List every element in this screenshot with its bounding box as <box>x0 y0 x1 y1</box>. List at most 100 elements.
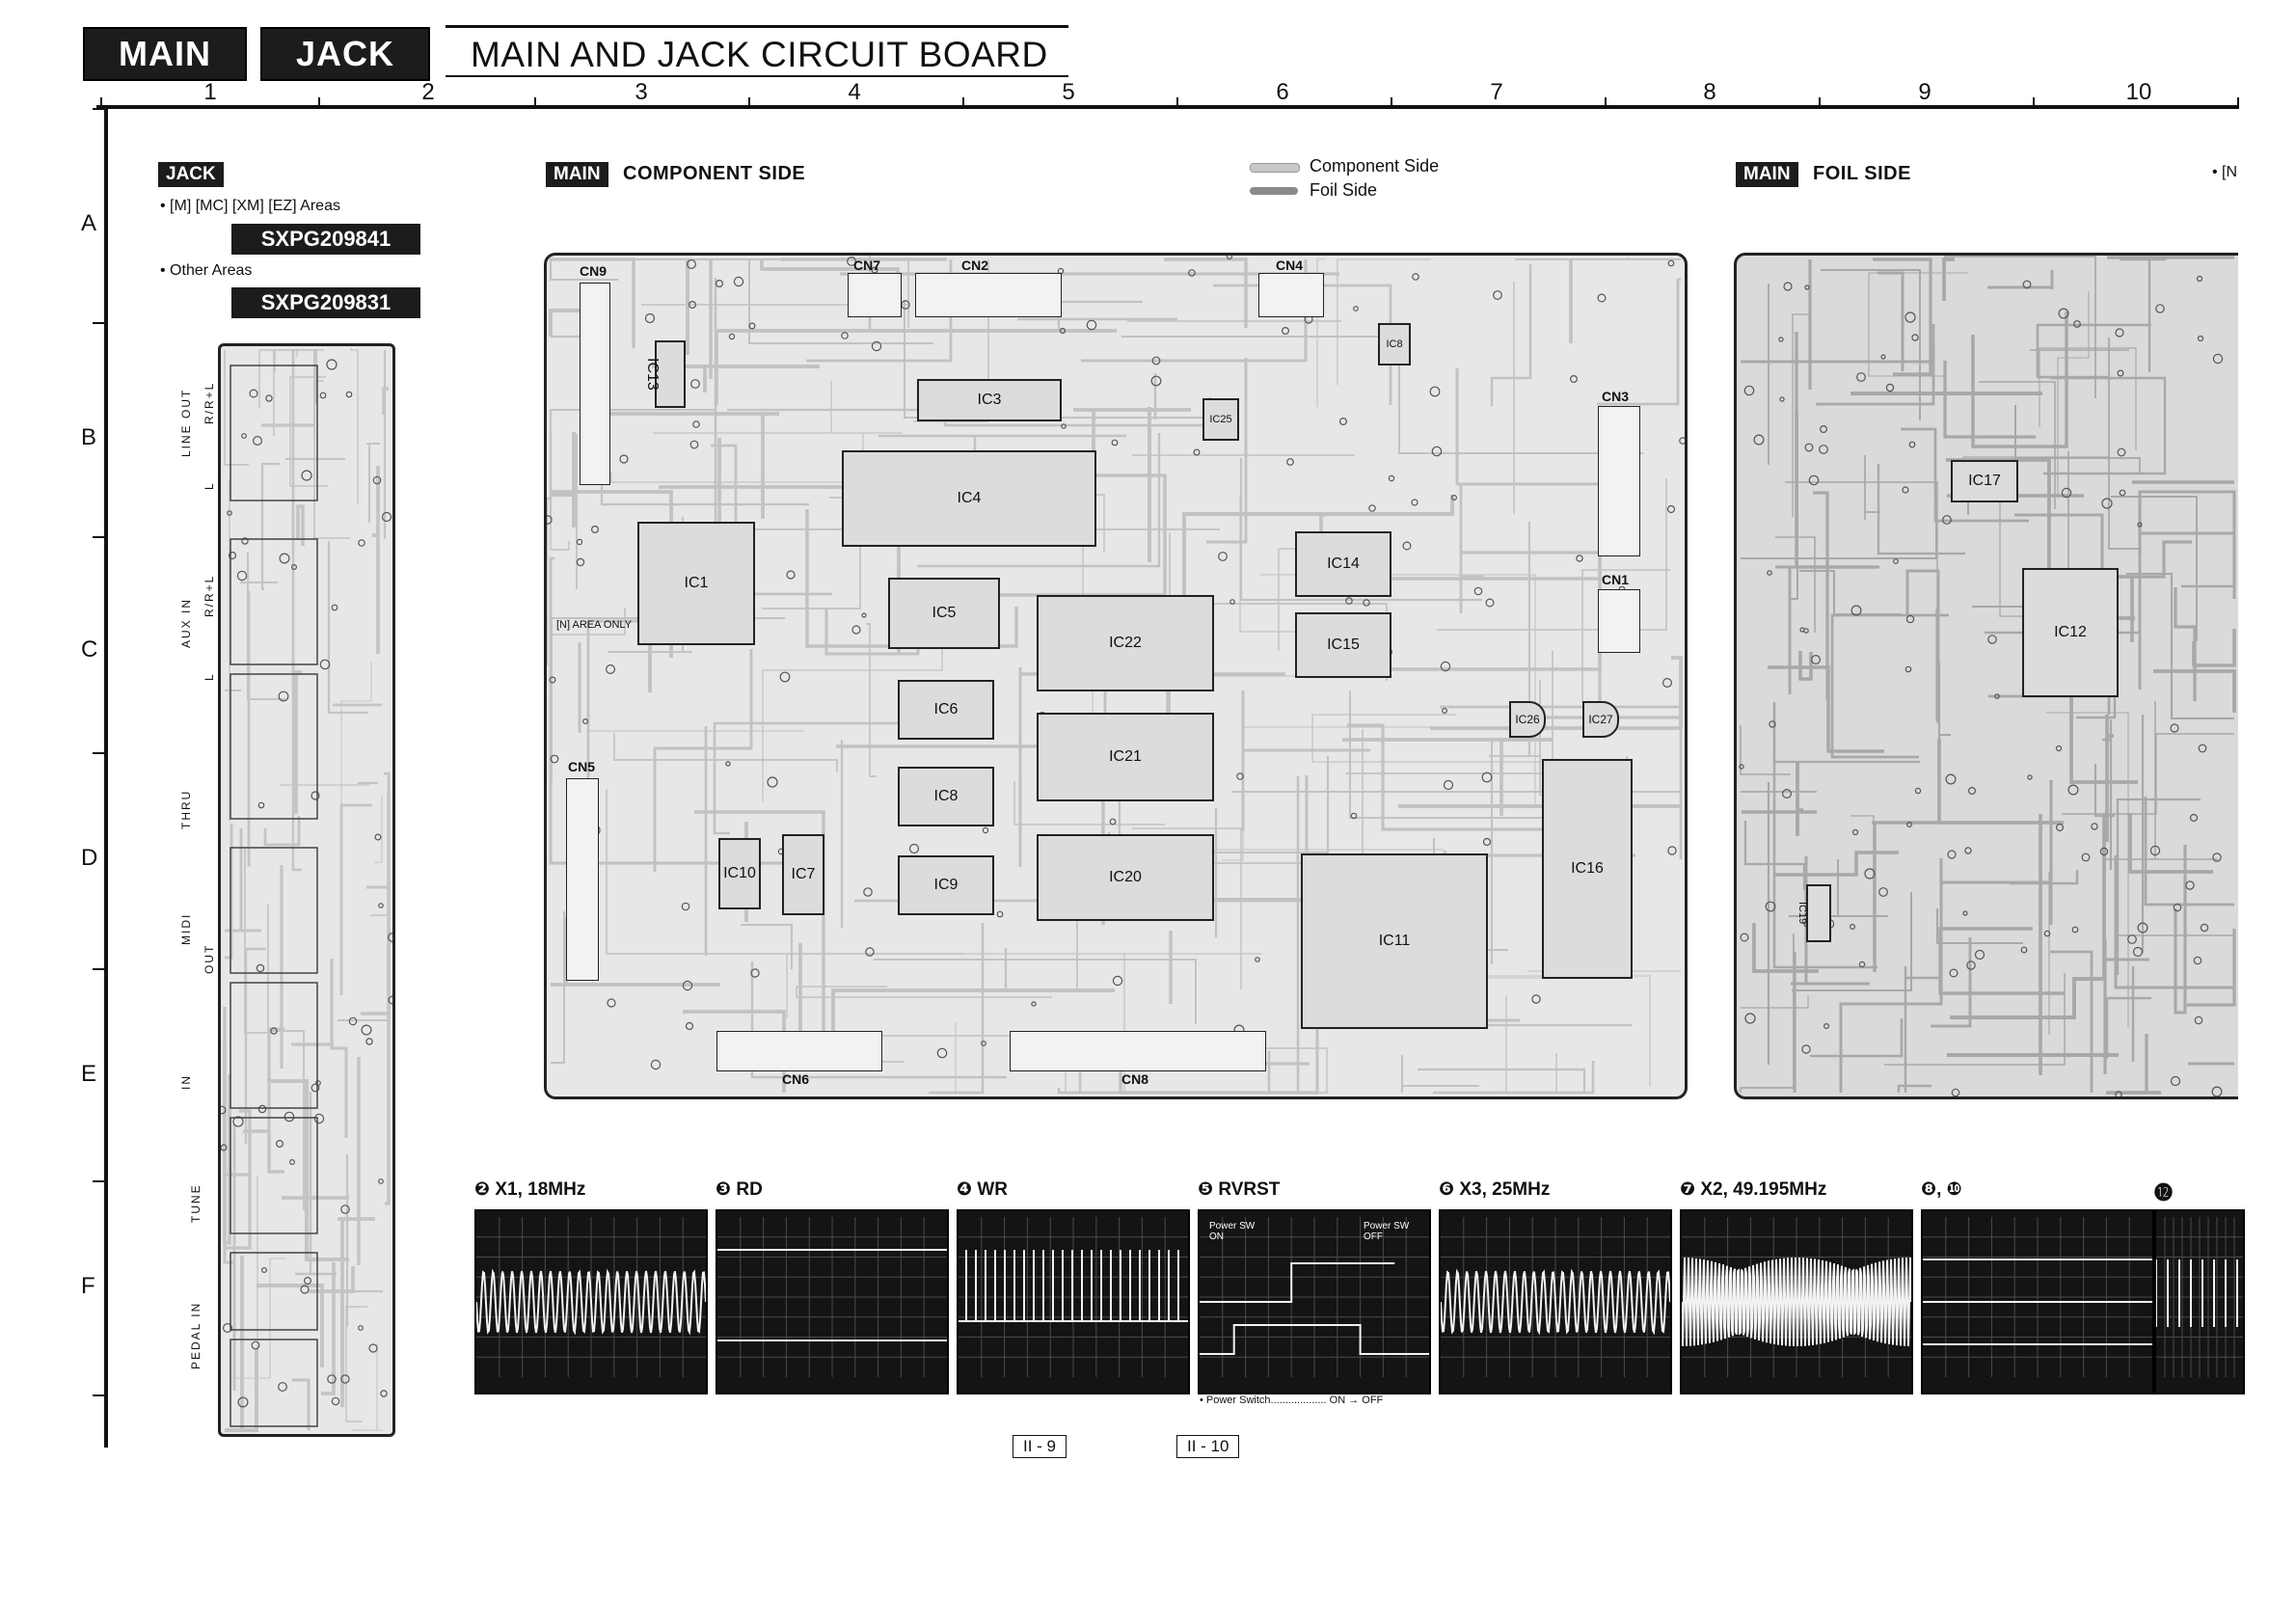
foil-trace <box>1872 821 1939 972</box>
main-trace <box>1206 358 1248 544</box>
main-trace <box>551 911 565 1064</box>
main-pad <box>750 968 760 978</box>
cn9-label: CN9 <box>580 263 608 279</box>
foil-pad <box>2071 926 2079 934</box>
foil-trace <box>1796 762 1803 836</box>
jack-trace <box>384 771 391 964</box>
jack-trace <box>321 1262 336 1395</box>
main-trace <box>1490 264 1532 406</box>
main-pad <box>687 258 697 270</box>
main-trace <box>613 733 838 772</box>
foil-pad <box>1885 383 1895 392</box>
main-pad <box>681 902 690 911</box>
main-trace <box>550 258 820 281</box>
foil-pad <box>1781 788 1792 798</box>
main-board-component-side: CN9 CN7 CN2 CN4 CN3 CN1 CN5 CN6 CN8 IC13… <box>544 253 1688 1099</box>
column-tick <box>748 97 750 109</box>
foil-pad <box>1908 441 1916 448</box>
foil-trace <box>1905 569 1940 723</box>
scope-grid <box>476 1217 706 1377</box>
foil-pad <box>2194 1015 2203 1025</box>
foil-pad <box>2119 489 2126 497</box>
scope-grid <box>1441 1217 1670 1377</box>
column-number: 10 <box>2125 79 2152 105</box>
waveform-label: ⓬ <box>2154 1183 2174 1204</box>
column-tick <box>962 97 964 109</box>
scope-grid <box>1200 1217 1429 1377</box>
column-tick <box>534 97 536 109</box>
foil-pad <box>2115 328 2124 338</box>
jack-tab: JACK <box>260 27 430 81</box>
foil-pad <box>2173 903 2182 912</box>
foil-trace <box>2103 939 2149 1074</box>
jack-pad <box>237 1396 249 1408</box>
foil-pad <box>2149 845 2161 856</box>
main-pad <box>1363 599 1370 607</box>
foil-trace <box>2116 798 2201 975</box>
row-letter: C <box>81 636 98 663</box>
foil-pad <box>1810 655 1821 665</box>
cn9-connector <box>580 283 610 485</box>
main-trace <box>1316 258 1325 407</box>
jack-trace <box>223 1007 251 1177</box>
foil-trace <box>1772 702 1877 969</box>
foil-pad <box>1904 311 1916 323</box>
ic15: IC15 <box>1295 612 1391 678</box>
jack-trace <box>230 1258 286 1379</box>
column-number: 4 <box>848 79 861 105</box>
foil-trace <box>1740 934 1795 1093</box>
foil-pad <box>1951 1088 1960 1096</box>
foil-pad <box>2211 1086 2223 1096</box>
foil-pad <box>2043 930 2051 937</box>
foil-trace <box>1850 815 1875 961</box>
foil-pad <box>2196 275 2203 283</box>
scope-tag-off: Power SW OFF <box>1364 1221 1410 1242</box>
main-pad <box>1666 504 1676 514</box>
jack-socket-outline <box>230 1117 318 1234</box>
jack-pad <box>361 1024 372 1036</box>
foil-pad <box>2155 304 2165 313</box>
foil-side-label: FOIL SIDE <box>1813 163 1911 184</box>
main-trace <box>831 988 1115 1037</box>
column-tick <box>1176 97 1178 109</box>
main-pad <box>1236 772 1244 780</box>
foil-pad <box>1849 923 1855 930</box>
main-trace <box>1400 1055 1479 1093</box>
jack-part-number-1: SXPG209841 <box>231 224 420 255</box>
column-ruler <box>96 105 2237 109</box>
main-trace <box>1222 726 1468 861</box>
scope-grid <box>1682 1217 1911 1377</box>
main-trace <box>1437 478 1667 631</box>
waveform-label: ❷ X1, 18MHz <box>474 1179 586 1200</box>
jack-side-label: THRU <box>179 789 193 829</box>
foil-trace <box>2114 855 2234 989</box>
foil-trace <box>2174 587 2197 701</box>
foil-pad <box>2189 813 2199 823</box>
ic13: IC13 <box>644 340 686 408</box>
foil-pad <box>1962 910 1968 916</box>
cn6-connector <box>716 1031 882 1071</box>
jack-pad <box>251 1340 260 1350</box>
ic10: IC10 <box>718 838 761 909</box>
jack-pad <box>288 1158 295 1165</box>
main-pad <box>1443 779 1454 791</box>
foil-pad <box>1906 821 1913 827</box>
main-trace <box>586 619 674 793</box>
main-pad <box>871 266 878 274</box>
main-component-badge: MAIN <box>546 162 608 187</box>
main-pad <box>1226 256 1233 260</box>
foil-trace <box>2120 257 2166 372</box>
waveform-signal <box>1441 1268 1670 1336</box>
jack-pad <box>313 1113 325 1124</box>
ic5: IC5 <box>888 578 1000 649</box>
jack-trace <box>338 1217 375 1407</box>
jack-pad <box>358 539 365 547</box>
waveform-label: ❼ X2, 49.195MHz <box>1680 1179 1827 1200</box>
foil-trace <box>2181 584 2236 589</box>
waveform-signal <box>1923 1259 2152 1345</box>
jack-side-label: IN <box>179 1074 193 1090</box>
foil-pad <box>1744 1013 1756 1024</box>
main-pad <box>682 980 693 991</box>
ic20: IC20 <box>1037 834 1214 921</box>
main-pad <box>847 257 856 266</box>
